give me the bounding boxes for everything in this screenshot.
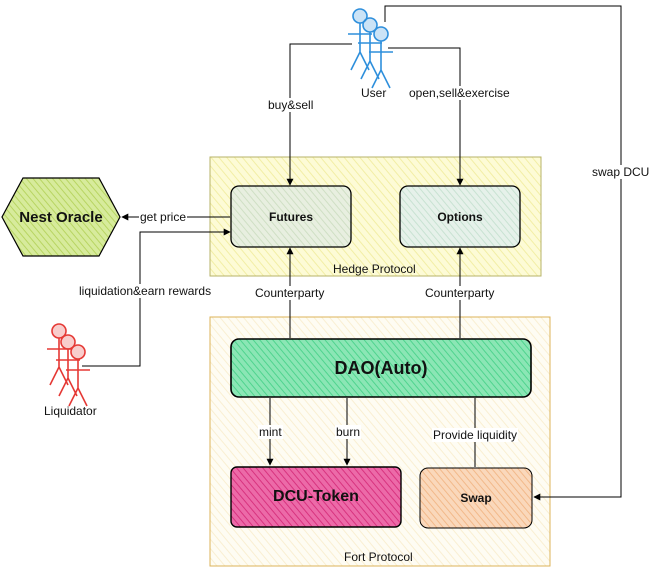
get-price-label: get price <box>139 210 188 224</box>
edge-buy-sell <box>286 43 352 186</box>
liquidation-label: liquidation&earn rewards <box>78 284 213 298</box>
liquidator-label: Liquidator <box>44 404 97 418</box>
swap-label: Swap <box>460 491 492 505</box>
liquidator-icon <box>47 323 90 407</box>
mint-label: mint <box>258 425 283 439</box>
provide-liquidity-label: Provide liquidity <box>432 428 519 442</box>
futures-node <box>230 185 352 248</box>
user-icon <box>348 8 393 89</box>
futures-label: Futures <box>268 209 313 224</box>
counterparty-left-label: Counterparty <box>254 286 326 300</box>
dao-label: DAO(Auto) <box>334 357 428 378</box>
edge-liquidation <box>82 228 231 367</box>
hedge-protocol-label: Hedge Protocol <box>333 262 416 276</box>
options-label: Options <box>437 209 483 224</box>
edge-swap-dcu <box>384 5 622 501</box>
user-label: User <box>361 86 387 100</box>
edge-open-sell-exercise <box>388 47 464 186</box>
options-node <box>399 185 521 248</box>
swap-dcu-label: swap DCU <box>591 165 649 179</box>
counterparty-right-label: Counterparty <box>424 286 496 300</box>
swap-node <box>419 467 533 529</box>
buy-sell-label: buy&sell <box>267 98 315 112</box>
dcu-token-node <box>230 466 402 528</box>
nest-oracle-label: Nest Oracle <box>19 208 103 226</box>
fort-protocol-label: Fort Protocol <box>344 550 413 564</box>
nest-oracle-node <box>1 177 121 257</box>
open-sell-exercise-label: open,sell&exercise <box>408 86 511 100</box>
burn-label: burn <box>335 425 362 439</box>
dcu-token-label: DCU-Token <box>273 488 359 505</box>
dao-node <box>230 338 532 398</box>
